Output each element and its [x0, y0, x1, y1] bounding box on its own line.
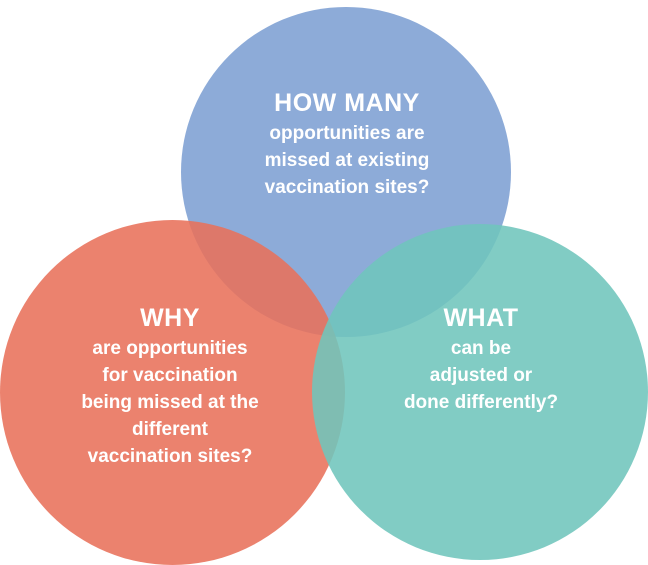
label-why: WHY are opportunities for vaccination be…	[35, 303, 305, 471]
why-body: are opportunities for vaccination being …	[81, 338, 259, 467]
circle-why	[0, 220, 345, 565]
what-heading: WHAT	[443, 304, 519, 332]
what-body: can be adjusted or done differently?	[403, 338, 559, 413]
how-many-heading: HOW MANY	[274, 89, 420, 117]
circle-what	[312, 224, 648, 560]
why-heading: WHY	[140, 304, 200, 332]
label-how-many: HOW MANY opportunities are missed at exi…	[197, 88, 497, 202]
label-what: WHAT can be adjusted or done differently…	[351, 303, 611, 417]
how-many-body: opportunities are missed at existing vac…	[264, 123, 430, 198]
